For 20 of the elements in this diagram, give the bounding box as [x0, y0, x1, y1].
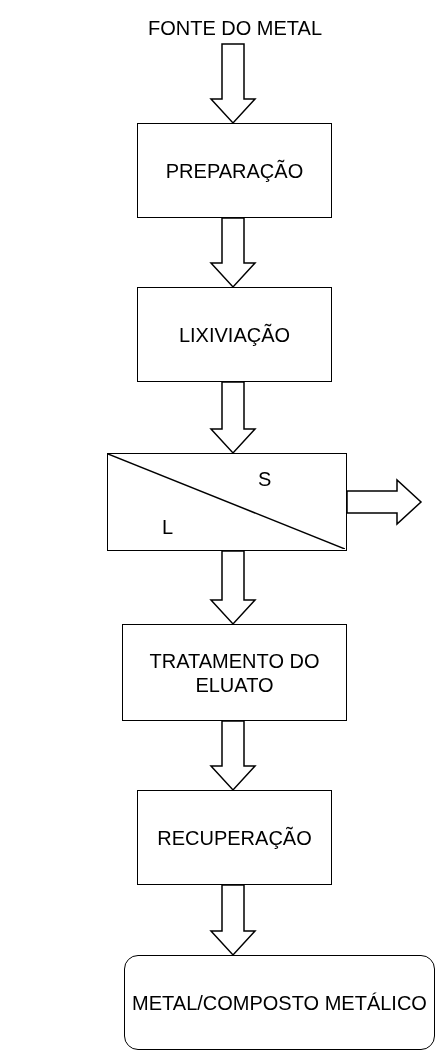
- hollow-arrow: [209, 720, 257, 792]
- hollow-arrow: [209, 381, 257, 455]
- hollow-arrow: [346, 478, 423, 526]
- step-label: METAL/COMPOSTO METÁLICO: [132, 990, 427, 1015]
- process-box: [122, 624, 347, 721]
- phase-label: L: [162, 516, 174, 539]
- process-box: [137, 123, 332, 218]
- phase-label: S: [258, 468, 272, 491]
- process-box: [137, 287, 332, 382]
- step-label: LIXIVIAÇÃO: [178, 322, 291, 347]
- product-box: [124, 955, 435, 1050]
- node-text: FONTE DO METAL: [147, 16, 323, 40]
- step-label: TRATAMENTO DO ELUATO: [148, 648, 321, 697]
- step-label: RECUPERAÇÃO: [157, 825, 312, 850]
- hollow-arrow: [209, 884, 257, 957]
- process-box: [137, 790, 332, 885]
- step-label: PREPARAÇÃO: [165, 158, 304, 183]
- hollow-arrow: [209, 43, 257, 125]
- hollow-arrow: [209, 550, 257, 626]
- hollow-arrow: [209, 217, 257, 289]
